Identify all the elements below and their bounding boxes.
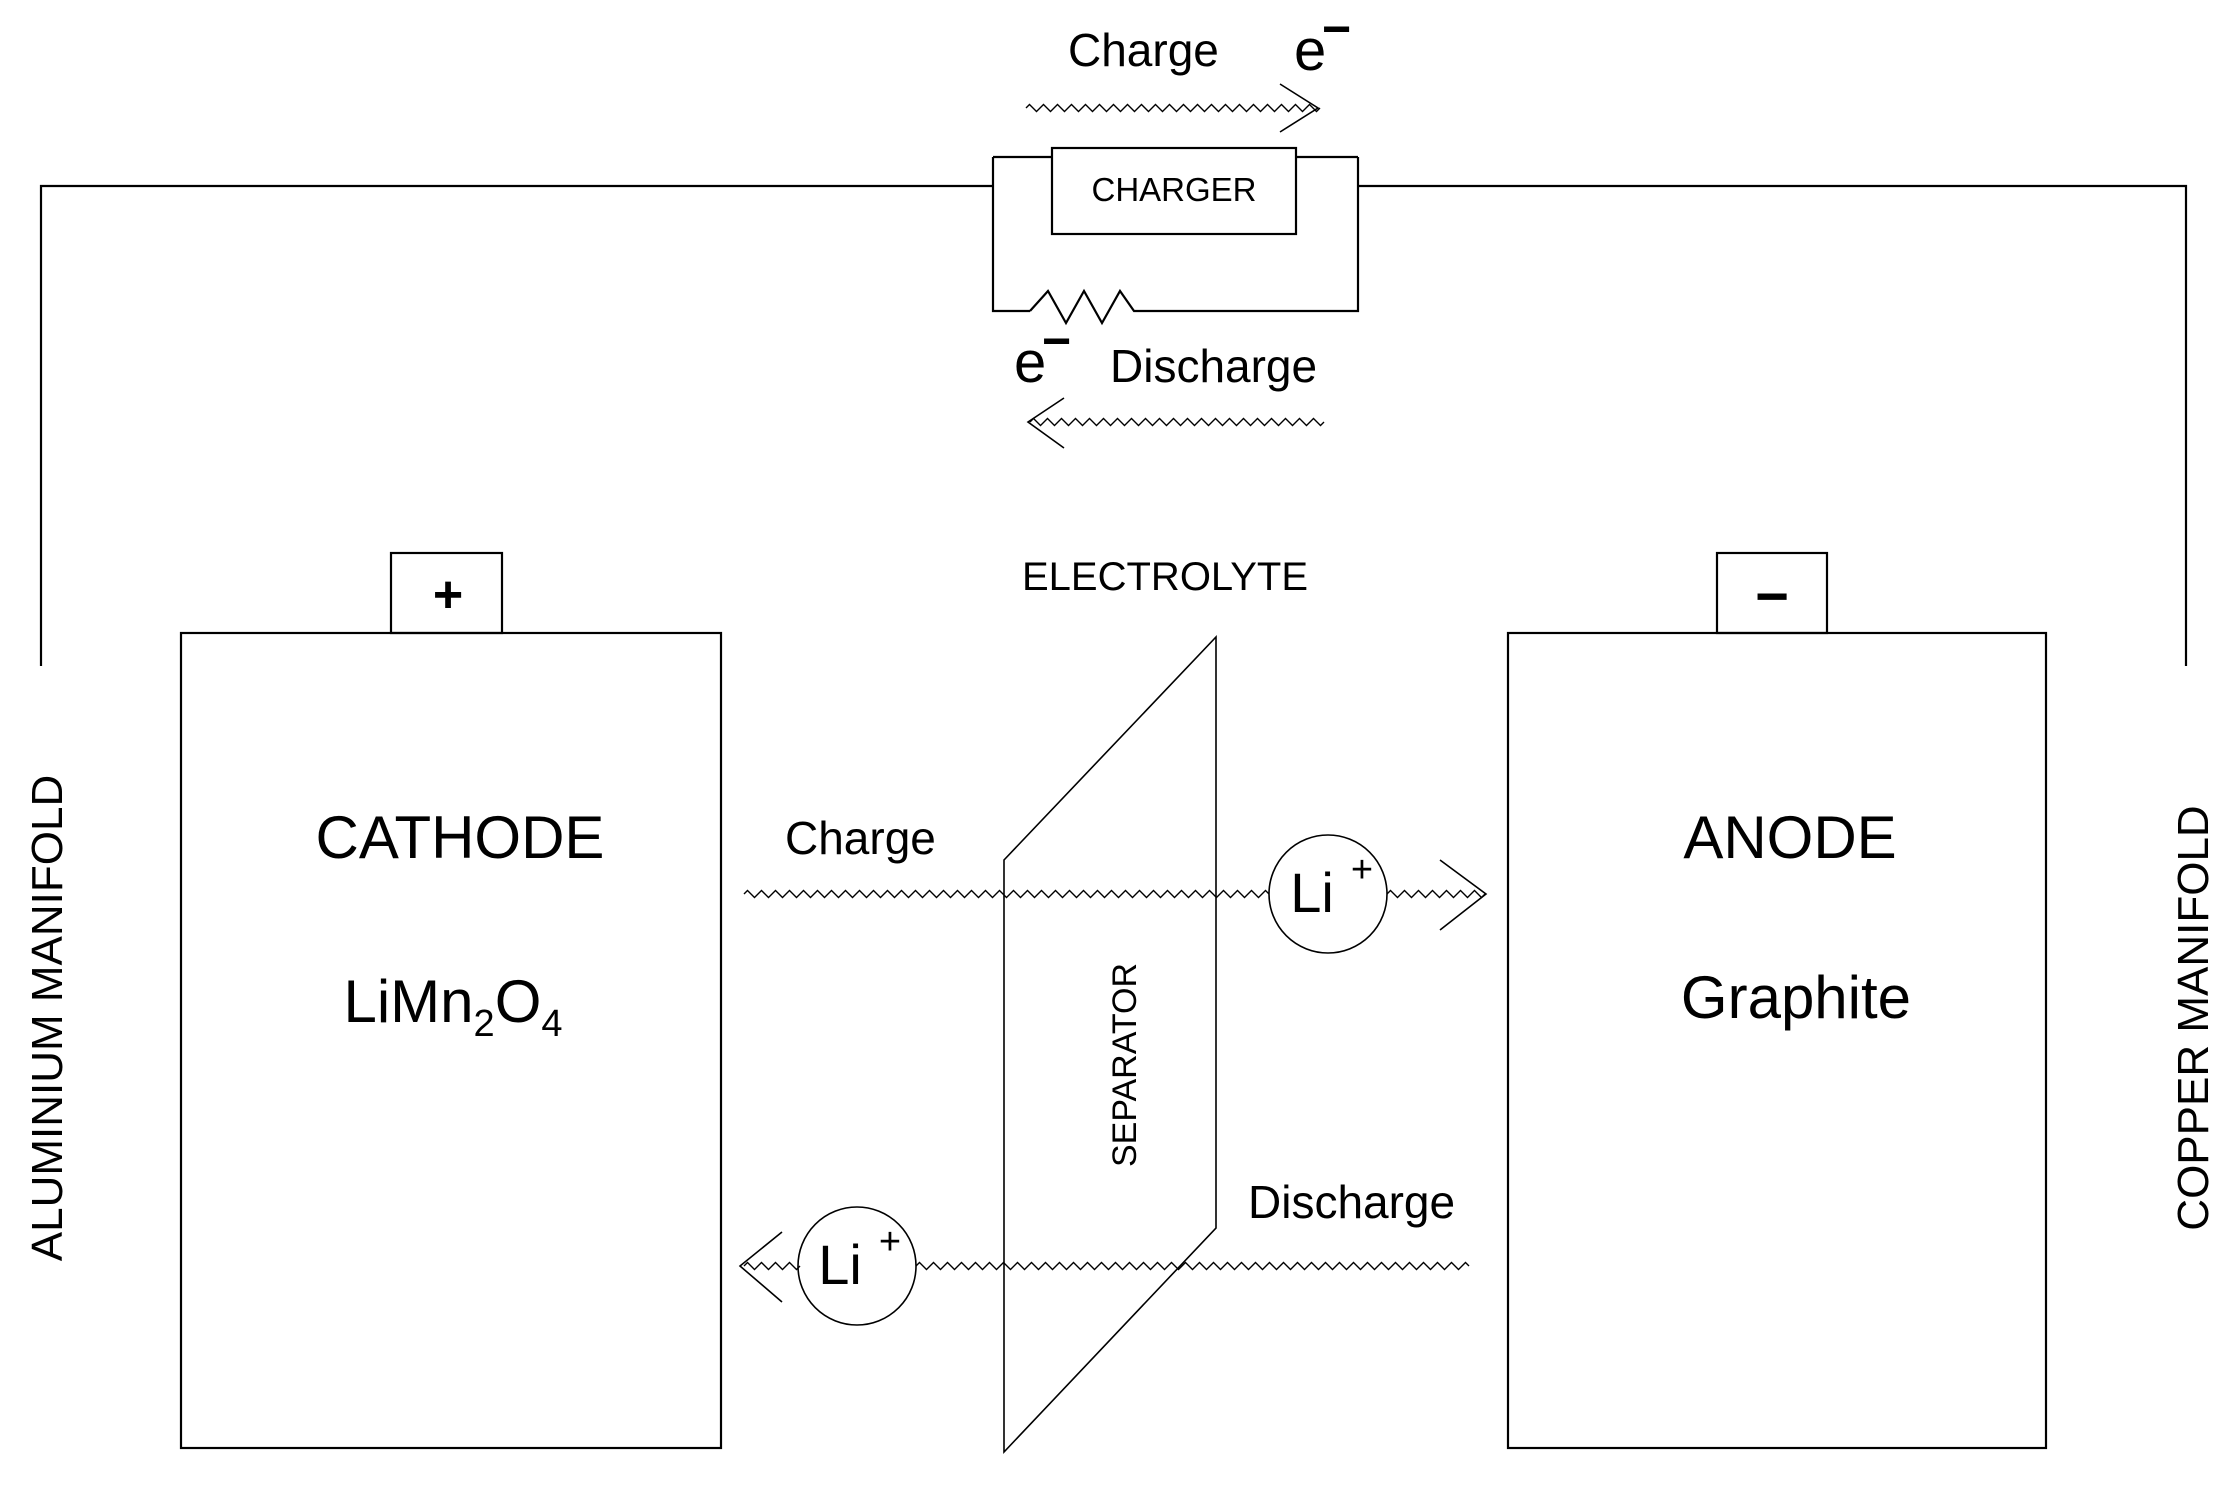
charger-branch-left — [991, 157, 1030, 313]
cathode-formula: LiMn2O4 — [343, 968, 562, 1045]
discharge-li-ion-circle — [797, 1206, 917, 1326]
anode: − ANODE Graphite — [1506, 551, 2048, 1450]
ion-discharge-arrowhead — [738, 1231, 783, 1303]
electron-charge-symbol: e — [1294, 18, 1326, 83]
separator-label: SEPARATOR — [1106, 963, 1144, 1167]
negative-terminal-sign: − — [1755, 564, 1789, 629]
discharge-electron-arrowhead — [1026, 397, 1065, 449]
electron-charge-sign: − — [1322, 1, 1351, 57]
left-circuit-wire — [39, 184, 993, 666]
ion-discharge-wave — [915, 1261, 1470, 1271]
charger-box — [1050, 146, 1298, 236]
anode-material: Graphite — [1681, 964, 1911, 1031]
anode-title: ANODE — [1683, 804, 1896, 871]
ion-charge-wave-right — [1386, 889, 1486, 899]
cathode-box — [179, 631, 723, 1450]
cathode-title: CATHODE — [316, 804, 605, 871]
ion-charge-label: Charge — [785, 812, 936, 864]
discharge-electron-flow: e − Discharge — [1014, 313, 1325, 449]
right-circuit-wire — [1358, 184, 2188, 666]
charge-li-ion-symbol: Li — [1290, 861, 1334, 924]
charger-branch-right — [1145, 157, 1360, 313]
external-circuit: CHARGER — [39, 146, 2188, 666]
electrolyte: ELECTROLYTE SEPARATOR Charge Li + Discha… — [738, 555, 1488, 1455]
resistor-zigzag — [1029, 288, 1145, 326]
aluminium-manifold-label: ALUMINIUM MANIFOLD — [23, 775, 72, 1261]
charge-electron-wave — [1025, 103, 1321, 113]
ion-charge-arrowhead — [1439, 859, 1488, 931]
electron-discharge-sign: − — [1042, 313, 1071, 369]
electron-discharge-symbol: e — [1014, 330, 1046, 395]
separator-membrane — [1003, 634, 1217, 1455]
discharge-li-ion-symbol: Li — [818, 1233, 862, 1296]
charger-label: CHARGER — [1091, 171, 1256, 208]
cathode: + CATHODE LiMn2O4 — [179, 551, 723, 1450]
charge-electron-flow: Charge e − — [1025, 1, 1351, 133]
anode-box — [1506, 631, 2048, 1450]
ion-charge-wave-left — [743, 889, 1270, 899]
ion-discharge-wave-left — [743, 1261, 801, 1271]
positive-terminal-sign: + — [433, 566, 463, 624]
circuit-discharge-label: Discharge — [1110, 340, 1317, 392]
ion-discharge-label: Discharge — [1248, 1176, 1455, 1228]
charge-electron-arrowhead — [1279, 83, 1320, 133]
charge-li-ion-sign: + — [1351, 849, 1373, 891]
circuit-charge-label: Charge — [1068, 24, 1219, 76]
discharge-li-ion-sign: + — [879, 1221, 901, 1263]
electrolyte-label: ELECTROLYTE — [1022, 555, 1308, 599]
discharge-electron-wave — [1029, 417, 1325, 427]
copper-manifold-label: COPPER MANIFOLD — [2169, 805, 2218, 1230]
